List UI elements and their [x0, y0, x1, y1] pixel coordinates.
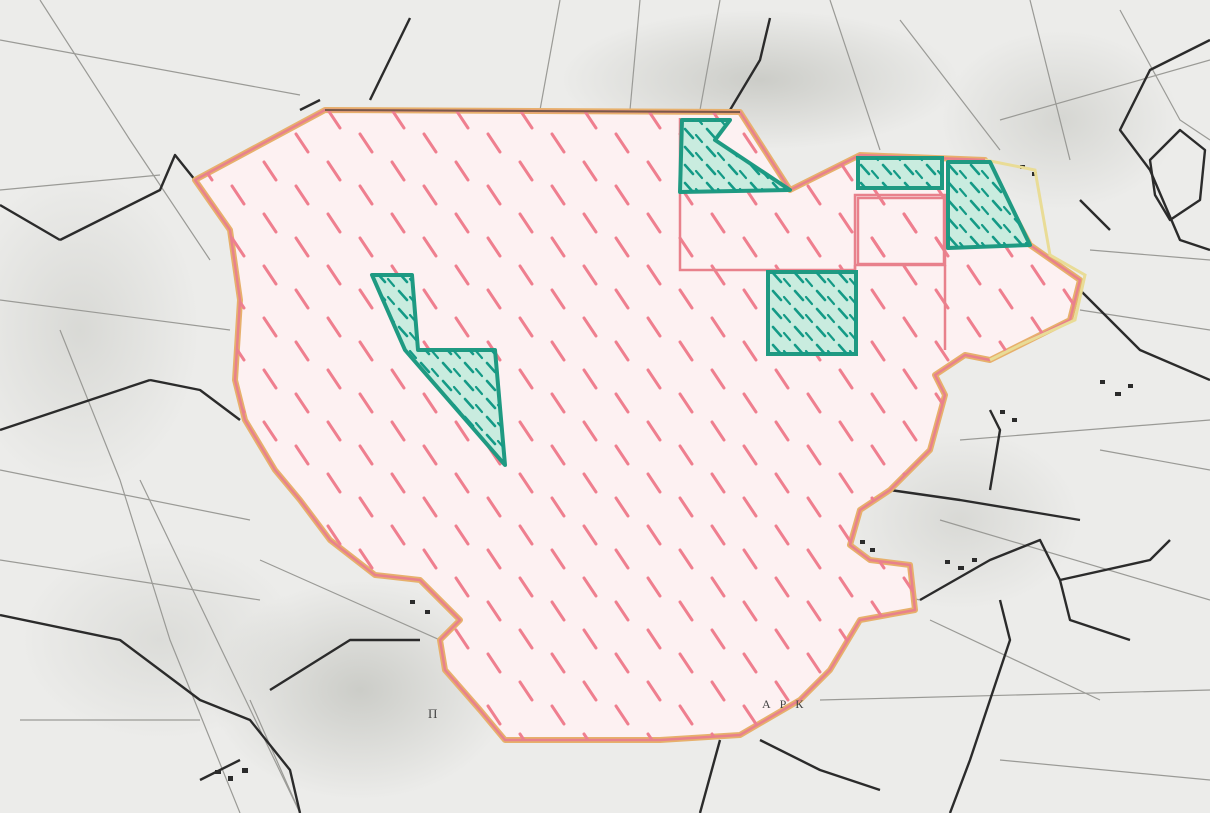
roads — [0, 17, 1210, 813]
north-border — [324, 109, 741, 113]
green-zones[interactable] — [370, 118, 1032, 467]
parcel-grid — [678, 118, 947, 355]
main-territory[interactable] — [192, 107, 1083, 743]
map-label-p: П — [428, 706, 437, 721]
outer-boundary-east — [984, 158, 1087, 362]
map-label-ark: А Р К — [762, 697, 806, 711]
